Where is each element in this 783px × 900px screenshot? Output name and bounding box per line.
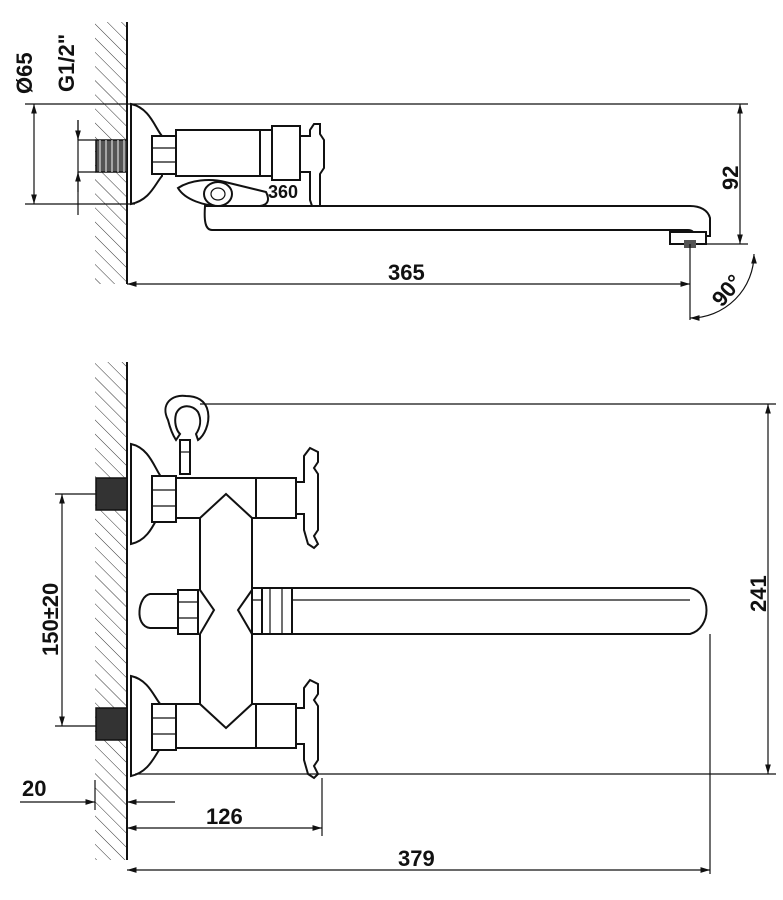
body-top	[175, 129, 261, 177]
wall-hatch-front	[95, 362, 127, 860]
dim-total-length-label: 379	[398, 846, 435, 871]
dim-rotation-label: 360	[268, 182, 298, 202]
diverter-knob	[138, 593, 179, 629]
shower-holder	[164, 394, 210, 442]
top-view: 360 Ø65 G1/2" 92 365 90°	[12, 22, 757, 321]
dim-length-label: 365	[388, 260, 425, 285]
front-view: 241 150±20 20 126 379	[20, 362, 776, 874]
dim-spacing-label: 150±20	[38, 583, 63, 656]
dim-angle-label: 90°	[707, 270, 748, 312]
handle-lower	[295, 678, 320, 780]
dim-offset-label: 20	[22, 776, 46, 801]
flange-top	[130, 102, 163, 206]
thread-pipe-lower	[95, 707, 128, 741]
dim-diameter-label: Ø65	[12, 52, 37, 94]
dim-total-height-label: 241	[746, 575, 771, 612]
dim-height-label: 92	[718, 166, 743, 190]
handle-upper	[295, 446, 320, 550]
mixer-body	[199, 492, 253, 730]
spout-front	[251, 587, 708, 635]
spout-top	[203, 205, 711, 237]
dim-body-length-label: 126	[206, 804, 243, 829]
nut-top	[151, 135, 177, 175]
dim-thread-label: G1/2"	[54, 34, 79, 92]
thread-pipe-upper	[95, 477, 128, 511]
handle-top	[299, 123, 325, 207]
